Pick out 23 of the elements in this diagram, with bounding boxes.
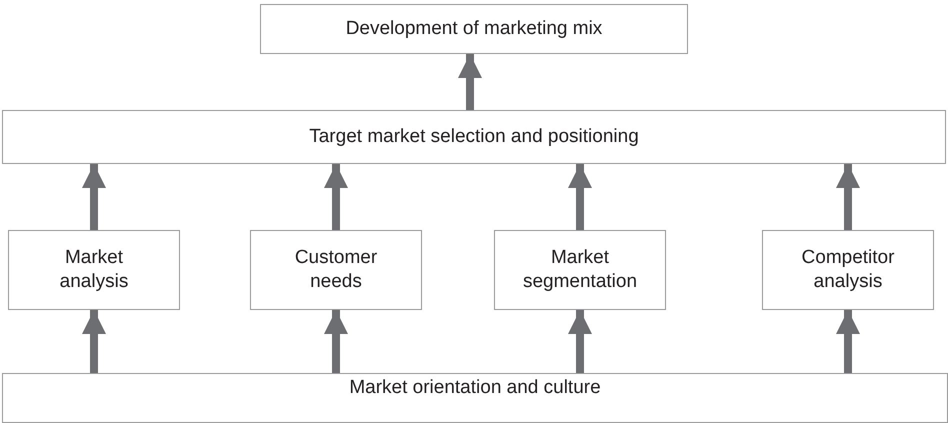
arrow [82,310,106,373]
process-box [2,110,946,164]
box-label: Development of marketing mix [346,17,602,41]
box-label: Target market selection and positioning [309,125,639,149]
box-label: Market analysis [58,246,130,294]
arrow [568,310,592,373]
arrow [836,310,860,373]
box-label: Customer needs [294,246,378,294]
arrow [568,164,592,230]
process-box [762,230,934,310]
arrow [324,164,348,230]
process-box [260,4,688,54]
box-label: Market segmentation [522,246,638,294]
arrow [82,164,106,230]
arrow [458,54,482,110]
process-box [250,230,422,310]
process-box [2,373,948,423]
process-box [8,230,180,310]
process-box [494,230,666,310]
arrow [836,164,860,230]
box-label: Competitor analysis [800,246,896,294]
arrow [324,310,348,373]
box-label: Market orientation and culture [349,376,601,400]
